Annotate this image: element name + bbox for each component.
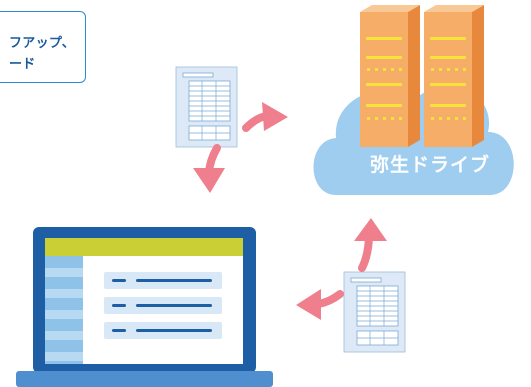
laptop-icon xyxy=(16,227,273,387)
document-icon xyxy=(175,66,238,148)
callout-text-line-2: ード xyxy=(9,57,36,72)
arrow-icon xyxy=(242,102,288,132)
arrow-icon xyxy=(193,144,225,193)
arrow-icon xyxy=(296,289,344,320)
callout-box: フアップ、 ード xyxy=(0,11,86,83)
cloud-label: 弥生ドライブ xyxy=(369,154,490,176)
document-icon xyxy=(343,271,406,353)
arrow-icon xyxy=(354,218,387,272)
server-icon xyxy=(360,5,484,147)
callout-text-line-1: フアップ、 xyxy=(9,36,76,51)
